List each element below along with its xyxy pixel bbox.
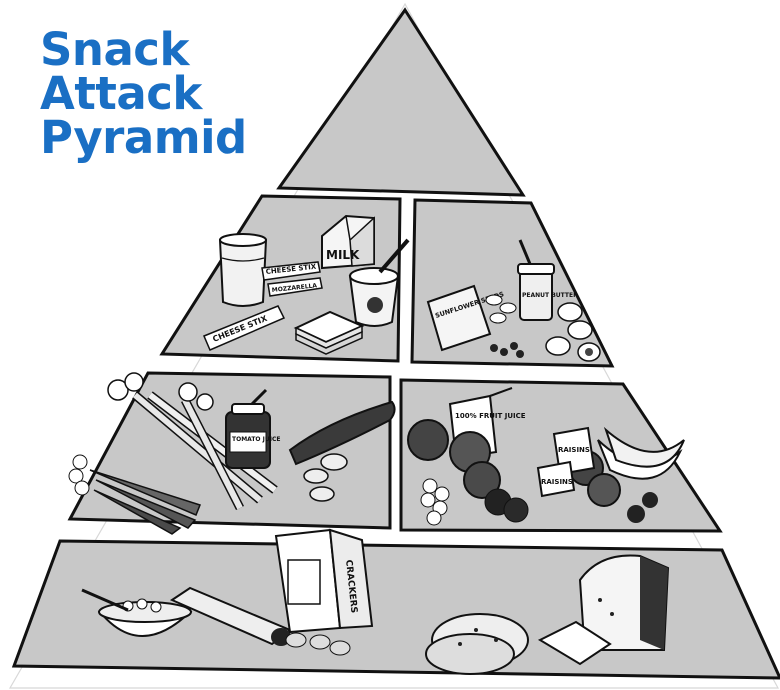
tomato-juice-label: TOMATO JUICE xyxy=(232,436,280,443)
fruit-juice-label: 100% FRUIT JUICE xyxy=(455,412,526,420)
raisins-label-1: RAISINS xyxy=(558,446,590,454)
milk-label: MILK xyxy=(326,248,360,262)
peanut-butter-label: PEANUT BUTTER xyxy=(522,292,578,299)
tier-top-fats-sweets[interactable] xyxy=(279,10,523,195)
crackers-box-illustration: CRACKERS xyxy=(276,530,372,632)
glass-of-milk-illustration xyxy=(220,234,266,306)
raisins-label-2: RAISINS xyxy=(541,478,573,486)
